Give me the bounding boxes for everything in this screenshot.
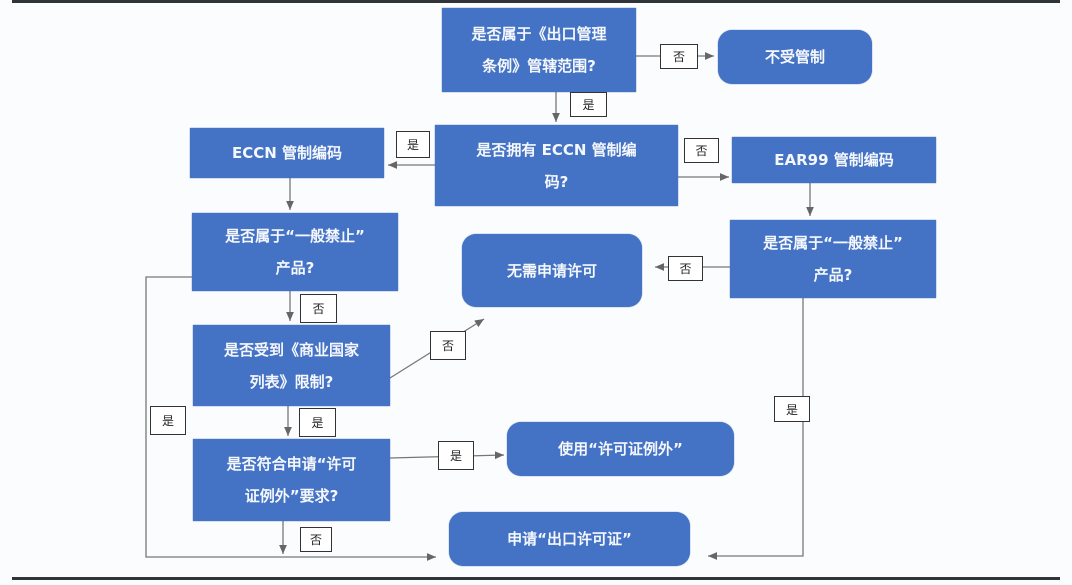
- node-apply-export-license: 申请“出口许可证”: [449, 512, 690, 566]
- node-text: 是否拥有 ECCN 管制编: [476, 140, 637, 159]
- edge-q3-apply-license: [145, 276, 436, 561]
- node-eccn-code: ECCN 管制编码: [190, 128, 384, 178]
- edge-label-no: 否: [430, 331, 466, 360]
- node-text: 无需申请许可: [506, 261, 597, 280]
- node-q-commerce-country: 是否受到《商业国家 列表》限制?: [193, 325, 390, 406]
- node-q-general-prohibition-right: 是否属于“一般禁止” 产品?: [730, 220, 936, 298]
- node-use-license-exception: 使用“许可证例外”: [507, 422, 734, 476]
- node-text: 证例外”要求?: [244, 487, 339, 505]
- node-text: 是否属于“一般禁止”: [763, 234, 903, 252]
- node-ear99-code: EAR99 管制编码: [732, 137, 936, 183]
- node-text: 是否符合申请“许可: [226, 455, 357, 473]
- node-q-general-prohibition-left: 是否属于“一般禁止” 产品?: [192, 213, 398, 291]
- node-text: 是否受到《商业国家: [223, 340, 359, 359]
- edge-label-no: 否: [300, 527, 332, 552]
- edge-label-no: 否: [668, 256, 703, 281]
- node-text: 是否属于“一般禁止”: [225, 227, 365, 245]
- bottom-rule: [12, 577, 1060, 580]
- node-text: 条例》管辖范围?: [482, 57, 596, 75]
- edge-label-yes: 是: [396, 131, 430, 158]
- edge-label-yes: 是: [774, 396, 810, 422]
- node-text: 码?: [544, 172, 569, 191]
- node-text: 使用“许可证例外”: [558, 440, 683, 458]
- node-q-license-exception: 是否符合申请“许可 证例外”要求?: [193, 439, 390, 521]
- edge-label-no: 否: [300, 294, 337, 323]
- node-text: 产品?: [275, 259, 315, 277]
- node-text: 产品?: [813, 266, 853, 284]
- edge-label-yes: 是: [570, 92, 607, 117]
- node-text: 列表》限制?: [249, 372, 334, 391]
- node-no-license-needed: 无需申请许可: [462, 234, 642, 307]
- edge-q3r-apply-license: [708, 298, 804, 560]
- node-text: 申请“出口许可证”: [507, 530, 632, 548]
- node-not-controlled: 不受管制: [718, 30, 872, 84]
- top-rule: [12, 0, 1060, 3]
- node-q-export-control: 是否属于《出口管理 条例》管辖范围?: [442, 8, 636, 92]
- edge-label-yes: 是: [438, 441, 474, 470]
- node-q-has-eccn: 是否拥有 ECCN 管制编 码?: [435, 125, 678, 206]
- edge-label-no: 否: [660, 44, 698, 69]
- node-text: EAR99 管制编码: [774, 151, 894, 169]
- node-text: 是否属于《出口管理: [471, 25, 607, 43]
- node-text: 不受管制: [764, 48, 825, 66]
- edge-label-yes: 是: [299, 408, 336, 437]
- edge-label-yes: 是: [150, 406, 186, 435]
- edge-label-no: 否: [684, 138, 719, 163]
- node-text: ECCN 管制编码: [231, 144, 343, 162]
